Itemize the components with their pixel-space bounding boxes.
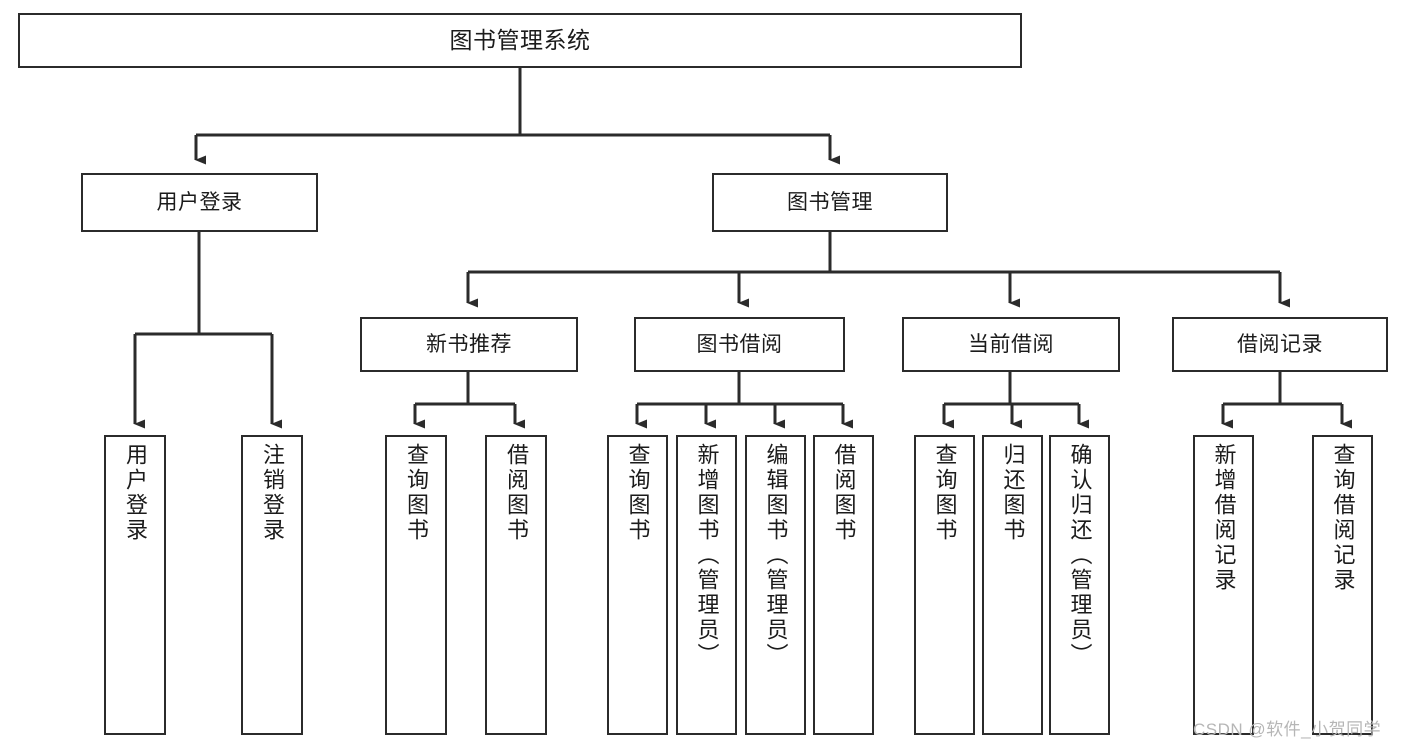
node-new-book-recommend[interactable]: 新书推荐: [360, 317, 578, 372]
node-label: 归还图书: [1000, 443, 1026, 543]
leaf-borrow-edit-book-admin[interactable]: 编辑图书（管理员）: [745, 435, 806, 735]
leaf-current-confirm-return-admin[interactable]: 确认归还（管理员）: [1049, 435, 1110, 735]
node-borrow-record[interactable]: 借阅记录: [1172, 317, 1388, 372]
node-label: 借阅图书: [504, 443, 529, 543]
leaf-current-query-book[interactable]: 查询图书: [914, 435, 975, 735]
node-current-borrow[interactable]: 当前借阅: [902, 317, 1120, 372]
node-label: 查询图书: [625, 443, 651, 543]
node-label: 图书借阅: [696, 332, 783, 356]
node-label: 借阅记录: [1237, 332, 1323, 356]
leaf-borrow-add-book-admin[interactable]: 新增图书（管理员）: [676, 435, 737, 735]
node-book-management[interactable]: 图书管理: [712, 173, 948, 232]
node-label: 图书管理: [787, 190, 873, 214]
leaf-record-add-record[interactable]: 新增借阅记录: [1193, 435, 1254, 735]
node-label: 确认归还（管理员）: [1067, 443, 1093, 668]
node-root-system[interactable]: 图书管理系统: [18, 13, 1022, 68]
leaf-user-login-signin[interactable]: 用户登录: [104, 435, 166, 735]
leaf-borrow-query-book[interactable]: 查询图书: [607, 435, 668, 735]
node-user-login[interactable]: 用户登录: [81, 173, 318, 232]
node-book-borrow[interactable]: 图书借阅: [634, 317, 845, 372]
node-label: 注销登录: [260, 443, 285, 543]
node-label: 用户登录: [123, 443, 148, 543]
leaf-record-query-record[interactable]: 查询借阅记录: [1312, 435, 1373, 735]
node-label: 当前借阅: [968, 332, 1054, 356]
leaf-user-login-signout[interactable]: 注销登录: [241, 435, 303, 735]
leaf-new-book-borrow[interactable]: 借阅图书: [485, 435, 547, 735]
node-label: 新增借阅记录: [1211, 443, 1237, 593]
node-label: 查询图书: [932, 443, 958, 543]
node-label: 编辑图书（管理员）: [763, 443, 789, 668]
node-label: 用户登录: [156, 190, 243, 214]
node-label: 新书推荐: [426, 332, 512, 356]
leaf-borrow-borrow-book[interactable]: 借阅图书: [813, 435, 874, 735]
leaf-new-book-query[interactable]: 查询图书: [385, 435, 447, 735]
node-label: 新增图书（管理员）: [694, 443, 720, 668]
csdn-watermark: CSDN @软件_小贺同学: [1193, 720, 1382, 739]
node-label: 图书管理系统: [449, 26, 591, 53]
leaf-current-return-book[interactable]: 归还图书: [982, 435, 1043, 735]
node-label: 查询借阅记录: [1330, 443, 1356, 593]
node-label: 查询图书: [404, 443, 429, 543]
node-label: 借阅图书: [831, 443, 857, 543]
